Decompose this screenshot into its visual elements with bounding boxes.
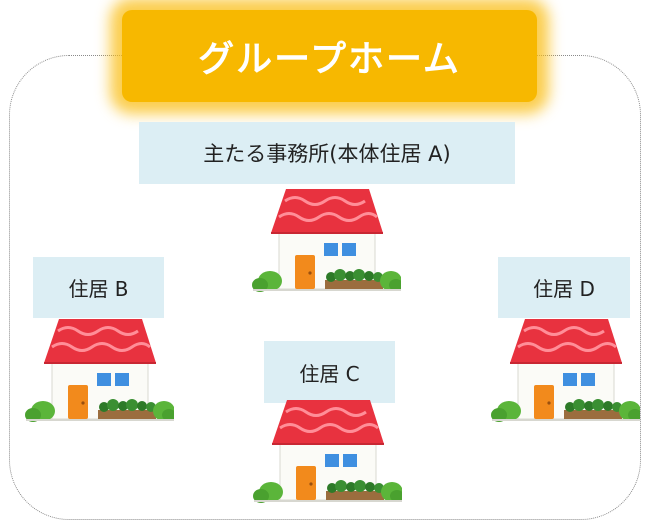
house-icon [490, 317, 640, 424]
house-icon [251, 187, 401, 294]
residence-b-label: 住居 B [33, 257, 164, 318]
page-title: グループホーム [198, 39, 461, 80]
residence-c-label: 住居 C [264, 341, 395, 403]
house-icon [252, 398, 402, 505]
title-banner: グループホーム [122, 10, 537, 102]
main-office-label: 主たる事務所(本体住居 A) [139, 122, 515, 184]
house-icon [24, 317, 174, 424]
residence-d-label: 住居 D [498, 257, 630, 318]
